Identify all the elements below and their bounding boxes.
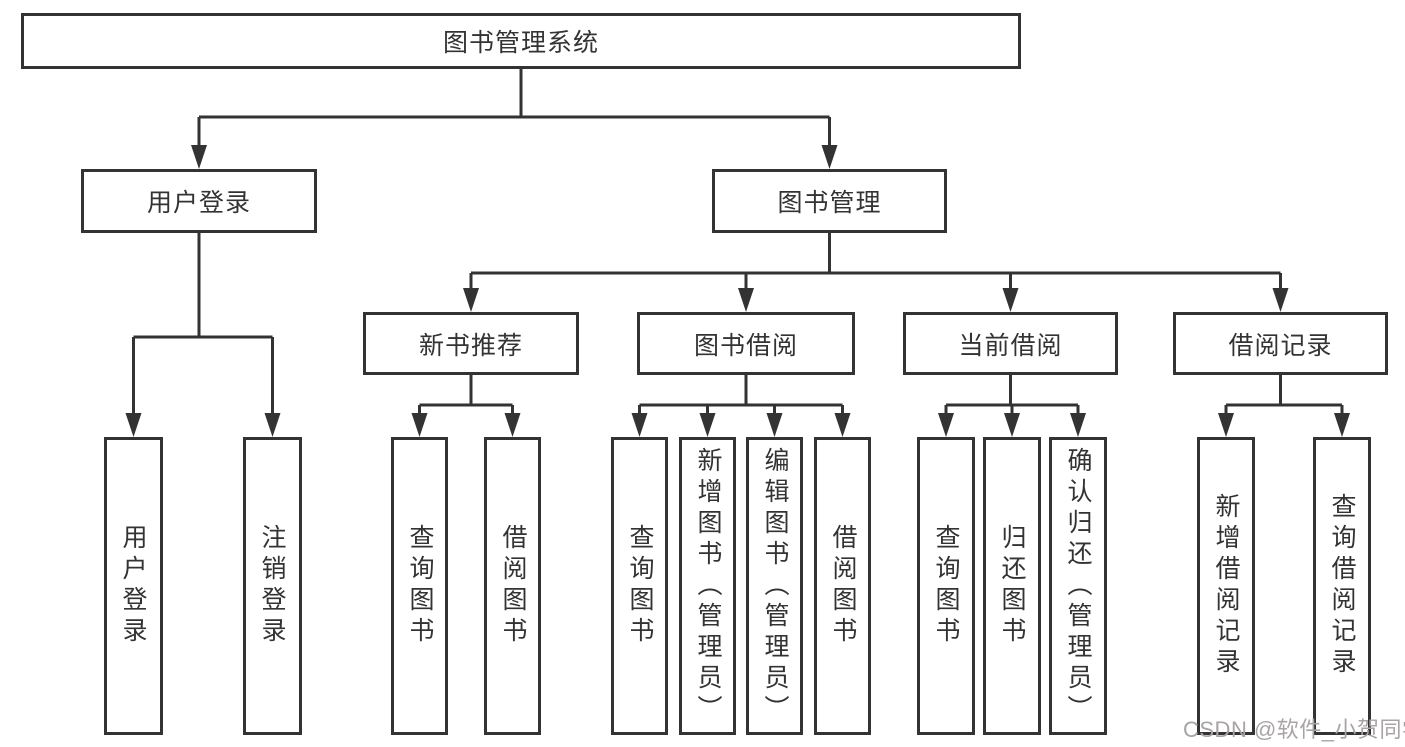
node-book-management: 图书管理	[712, 169, 947, 233]
leaf-borrow-books-recommend: 借阅图书	[484, 437, 541, 735]
leaf-edit-books-admin: 编辑图书（管理员）	[746, 437, 803, 735]
node-book-borrowing: 图书借阅	[637, 312, 855, 375]
leaf-add-books-admin: 新增图书（管理员）	[679, 437, 736, 735]
node-new-book-recommend: 新书推荐	[363, 312, 579, 375]
arrowheads	[125, 145, 1350, 437]
leaf-query-books-borrow: 查询图书	[611, 437, 668, 735]
leaf-query-borrow-record: 查询借阅记录	[1313, 437, 1371, 735]
leaf-borrow-books: 借阅图书	[814, 437, 871, 735]
leaf-user-login: 用户登录	[104, 437, 163, 735]
leaf-add-borrow-record: 新增借阅记录	[1197, 437, 1255, 735]
leaf-logout-login: 注销登录	[243, 437, 302, 735]
leaf-query-books-recommend: 查询图书	[391, 437, 448, 735]
leaf-query-books-current: 查询图书	[917, 437, 975, 735]
leaf-confirm-return-admin: 确认归还（管理员）	[1049, 437, 1107, 735]
csdn-watermark: CSDN @软件_小贺同学	[1183, 717, 1405, 742]
node-current-borrowing: 当前借阅	[903, 312, 1118, 375]
leaf-return-books: 归还图书	[983, 437, 1041, 735]
node-user-login: 用户登录	[81, 169, 317, 233]
node-book-management-system: 图书管理系统	[21, 13, 1021, 69]
node-borrowing-records: 借阅记录	[1173, 312, 1388, 375]
